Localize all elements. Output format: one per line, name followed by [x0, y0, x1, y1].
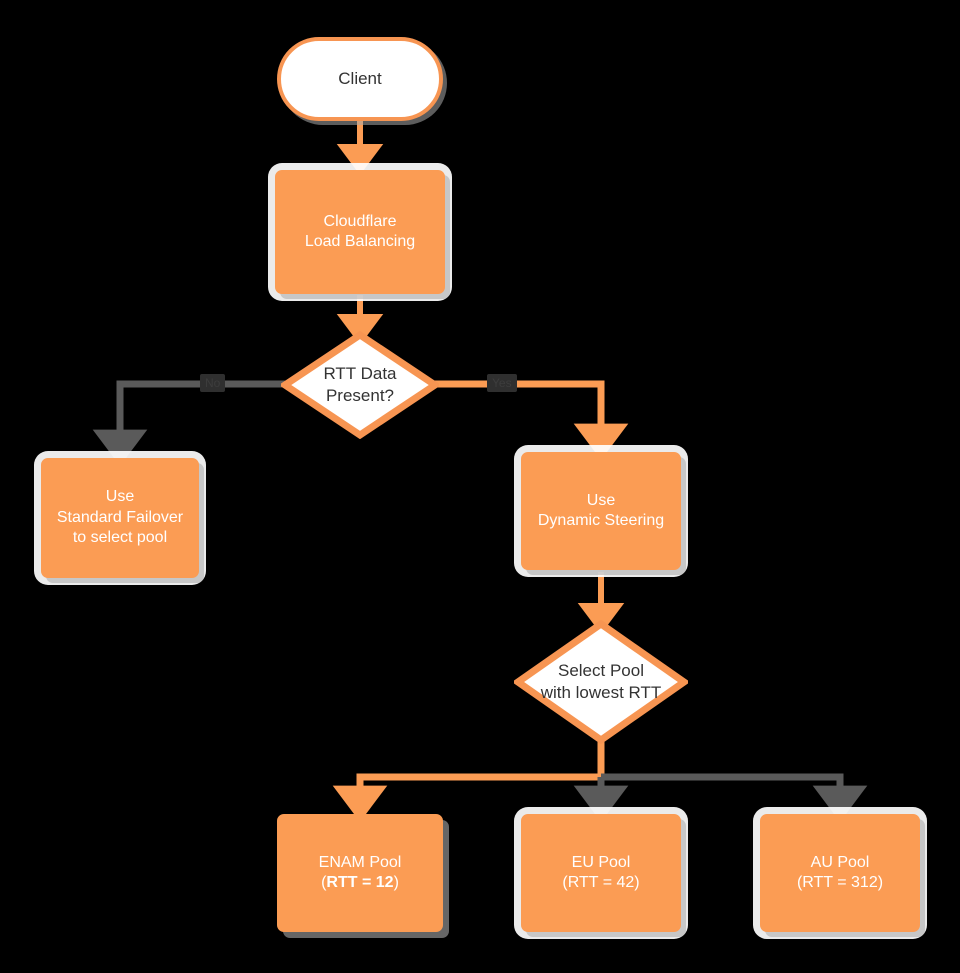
edge-rtt-decision-to-dynamic-steering [434, 380, 629, 460]
node-enam-pool-paren-close: ) [393, 874, 399, 891]
node-load-balancing-line1: Cloudflare [323, 212, 397, 230]
node-au-pool[interactable]: AU Pool (RTT = 312) [760, 814, 920, 932]
select-pool-diamond-shape [514, 620, 688, 744]
node-au-pool-line2: (RTT = 312) [796, 874, 884, 891]
edge-label-no: No [200, 374, 226, 392]
node-standard-failover-line3: to select pool [72, 529, 168, 547]
node-eu-pool-line2: (RTT = 42) [562, 874, 640, 891]
node-standard-failover-line2: Standard Failover [56, 508, 184, 526]
node-rtt-decision[interactable]: RTT Data Present? [281, 331, 439, 439]
node-enam-pool-line1: ENAM Pool [318, 853, 402, 871]
node-rtt-decision-line2: Present? [325, 386, 395, 405]
node-rtt-decision-line1: RTT Data [323, 364, 397, 384]
node-au-pool-line1: AU Pool [810, 853, 870, 871]
node-client-label: Client [338, 69, 382, 89]
node-enam-pool-rtt: RTT = 12 [326, 874, 394, 891]
edge-select-pool-to-au-pool [601, 773, 868, 822]
edge-select-pool-to-enam-pool [332, 742, 605, 822]
rtt-decision-diamond-shape [281, 331, 439, 439]
edge-rtt-decision-to-standard-failover [92, 380, 286, 466]
node-eu-pool-line1: EU Pool [571, 853, 631, 871]
node-load-balancing-line2: Load Balancing [304, 233, 416, 250]
node-dynamic-steering-line2: Dynamic Steering [537, 512, 665, 529]
node-load-balancing[interactable]: Cloudflare Load Balancing [275, 170, 445, 294]
node-enam-pool-line2: (RTT = 12) [319, 873, 402, 893]
node-select-pool[interactable]: Select Pool with lowest RTT [514, 620, 688, 744]
edge-label-yes: Yes [487, 374, 517, 392]
node-dynamic-steering[interactable]: Use Dynamic Steering [521, 452, 681, 570]
node-enam-pool-paren-open: ( [321, 874, 327, 891]
node-select-pool-line2: with lowest RTT [540, 683, 662, 702]
node-select-pool-line1: Select Pool [557, 661, 644, 681]
node-eu-pool[interactable]: EU Pool (RTT = 42) [521, 814, 681, 932]
node-enam-pool[interactable]: ENAM Pool (RTT = 12) [277, 814, 443, 932]
node-standard-failover[interactable]: Use Standard Failover to select pool [41, 458, 199, 578]
node-client[interactable]: Client [277, 37, 443, 121]
node-dynamic-steering-line1: Use [586, 491, 616, 509]
node-standard-failover-line1: Use [105, 488, 135, 506]
